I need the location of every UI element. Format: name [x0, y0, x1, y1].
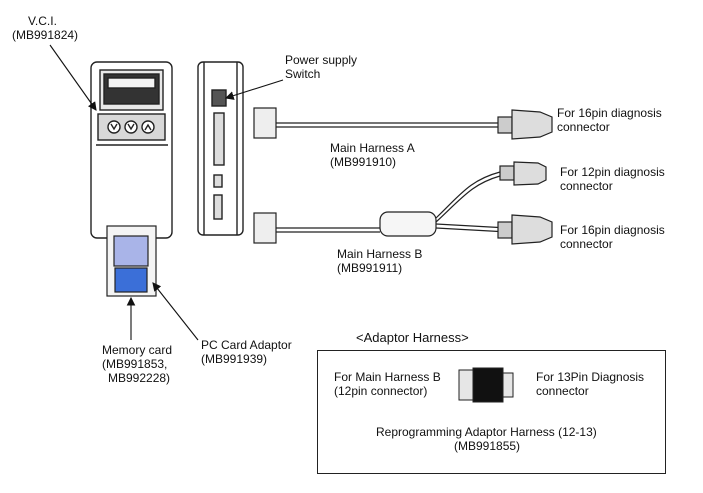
conn-16-bottom-line1: For 16pin diagnosis [560, 223, 665, 237]
conn-16-bottom-line2: connector [560, 237, 613, 251]
adaptor-box-title: <Adaptor Harness> [356, 330, 469, 345]
conn-16-top-label: For 16pin diagnosis connector [557, 106, 662, 134]
main-harness-a [253, 107, 553, 140]
harness-a-line1: Main Harness A [330, 141, 415, 155]
conn-16-bottom-label: For 16pin diagnosis connector [560, 223, 665, 251]
adaptor-right-label: For 13Pin Diagnosis connector [536, 370, 644, 398]
adaptor-caption: Reprogramming Adaptor Harness (12-13) (M… [376, 425, 597, 453]
conn-16-top-line2: connector [557, 120, 610, 134]
vci-unit [90, 61, 173, 239]
memory-card-label: Memory card (MB991853, MB992228) [102, 343, 172, 385]
adaptor-right-line2: connector [536, 384, 589, 398]
vci-label-line1: V.C.I. [28, 14, 57, 28]
adaptor-connector [458, 367, 514, 403]
pc-card-label: PC Card Adaptor (MB991939) [201, 338, 292, 366]
vci-label-line2: (MB991824) [12, 28, 79, 42]
harness-a-line2: (MB991910) [330, 155, 397, 169]
conn-16-top-line1: For 16pin diagnosis [557, 106, 662, 120]
pc-card-line2: (MB991939) [201, 352, 268, 366]
harness-b-label: Main Harness B (MB991911) [337, 247, 422, 275]
adaptor-caption-line2: (MB991855) [454, 439, 521, 453]
leader-lines [49, 44, 284, 341]
harness-a-label: Main Harness A (MB991910) [330, 141, 415, 169]
adaptor-left-line2: (12pin connector) [334, 384, 428, 398]
conn-12-line2: connector [560, 179, 613, 193]
harness-b-line2: (MB991911) [337, 261, 403, 275]
memory-card-line3: MB992228) [108, 371, 171, 385]
memory-card-line2: (MB991853, [102, 357, 168, 371]
power-switch-label: Power supply Switch [285, 53, 357, 81]
power-switch-line1: Power supply [285, 53, 358, 67]
pc-card-arrow [152, 282, 199, 341]
adaptor-harness-box [317, 350, 666, 474]
conn-12-label: For 12pin diagnosis connector [560, 165, 665, 193]
vci-side-view [197, 61, 244, 236]
pc-card-adaptor [106, 225, 157, 297]
pc-card-line1: PC Card Adaptor [201, 338, 292, 352]
conn-12-line1: For 12pin diagnosis [560, 165, 665, 179]
harness-b-line1: Main Harness B [337, 247, 423, 261]
vci-arrow [49, 44, 97, 111]
power-switch-arrow [224, 79, 284, 100]
adaptor-left-line1: For Main Harness B [334, 370, 441, 384]
memory-card-line1: Memory card [102, 343, 173, 357]
adaptor-right-line1: For 13Pin Diagnosis [536, 370, 645, 384]
adaptor-caption-line1: Reprogramming Adaptor Harness (12-13) [376, 425, 597, 439]
vci-label: V.C.I. (MB991824) [12, 14, 78, 42]
main-harness-b [253, 161, 553, 245]
adaptor-left-label: For Main Harness B (12pin connector) [334, 370, 441, 398]
power-switch-line2: Switch [285, 67, 321, 81]
